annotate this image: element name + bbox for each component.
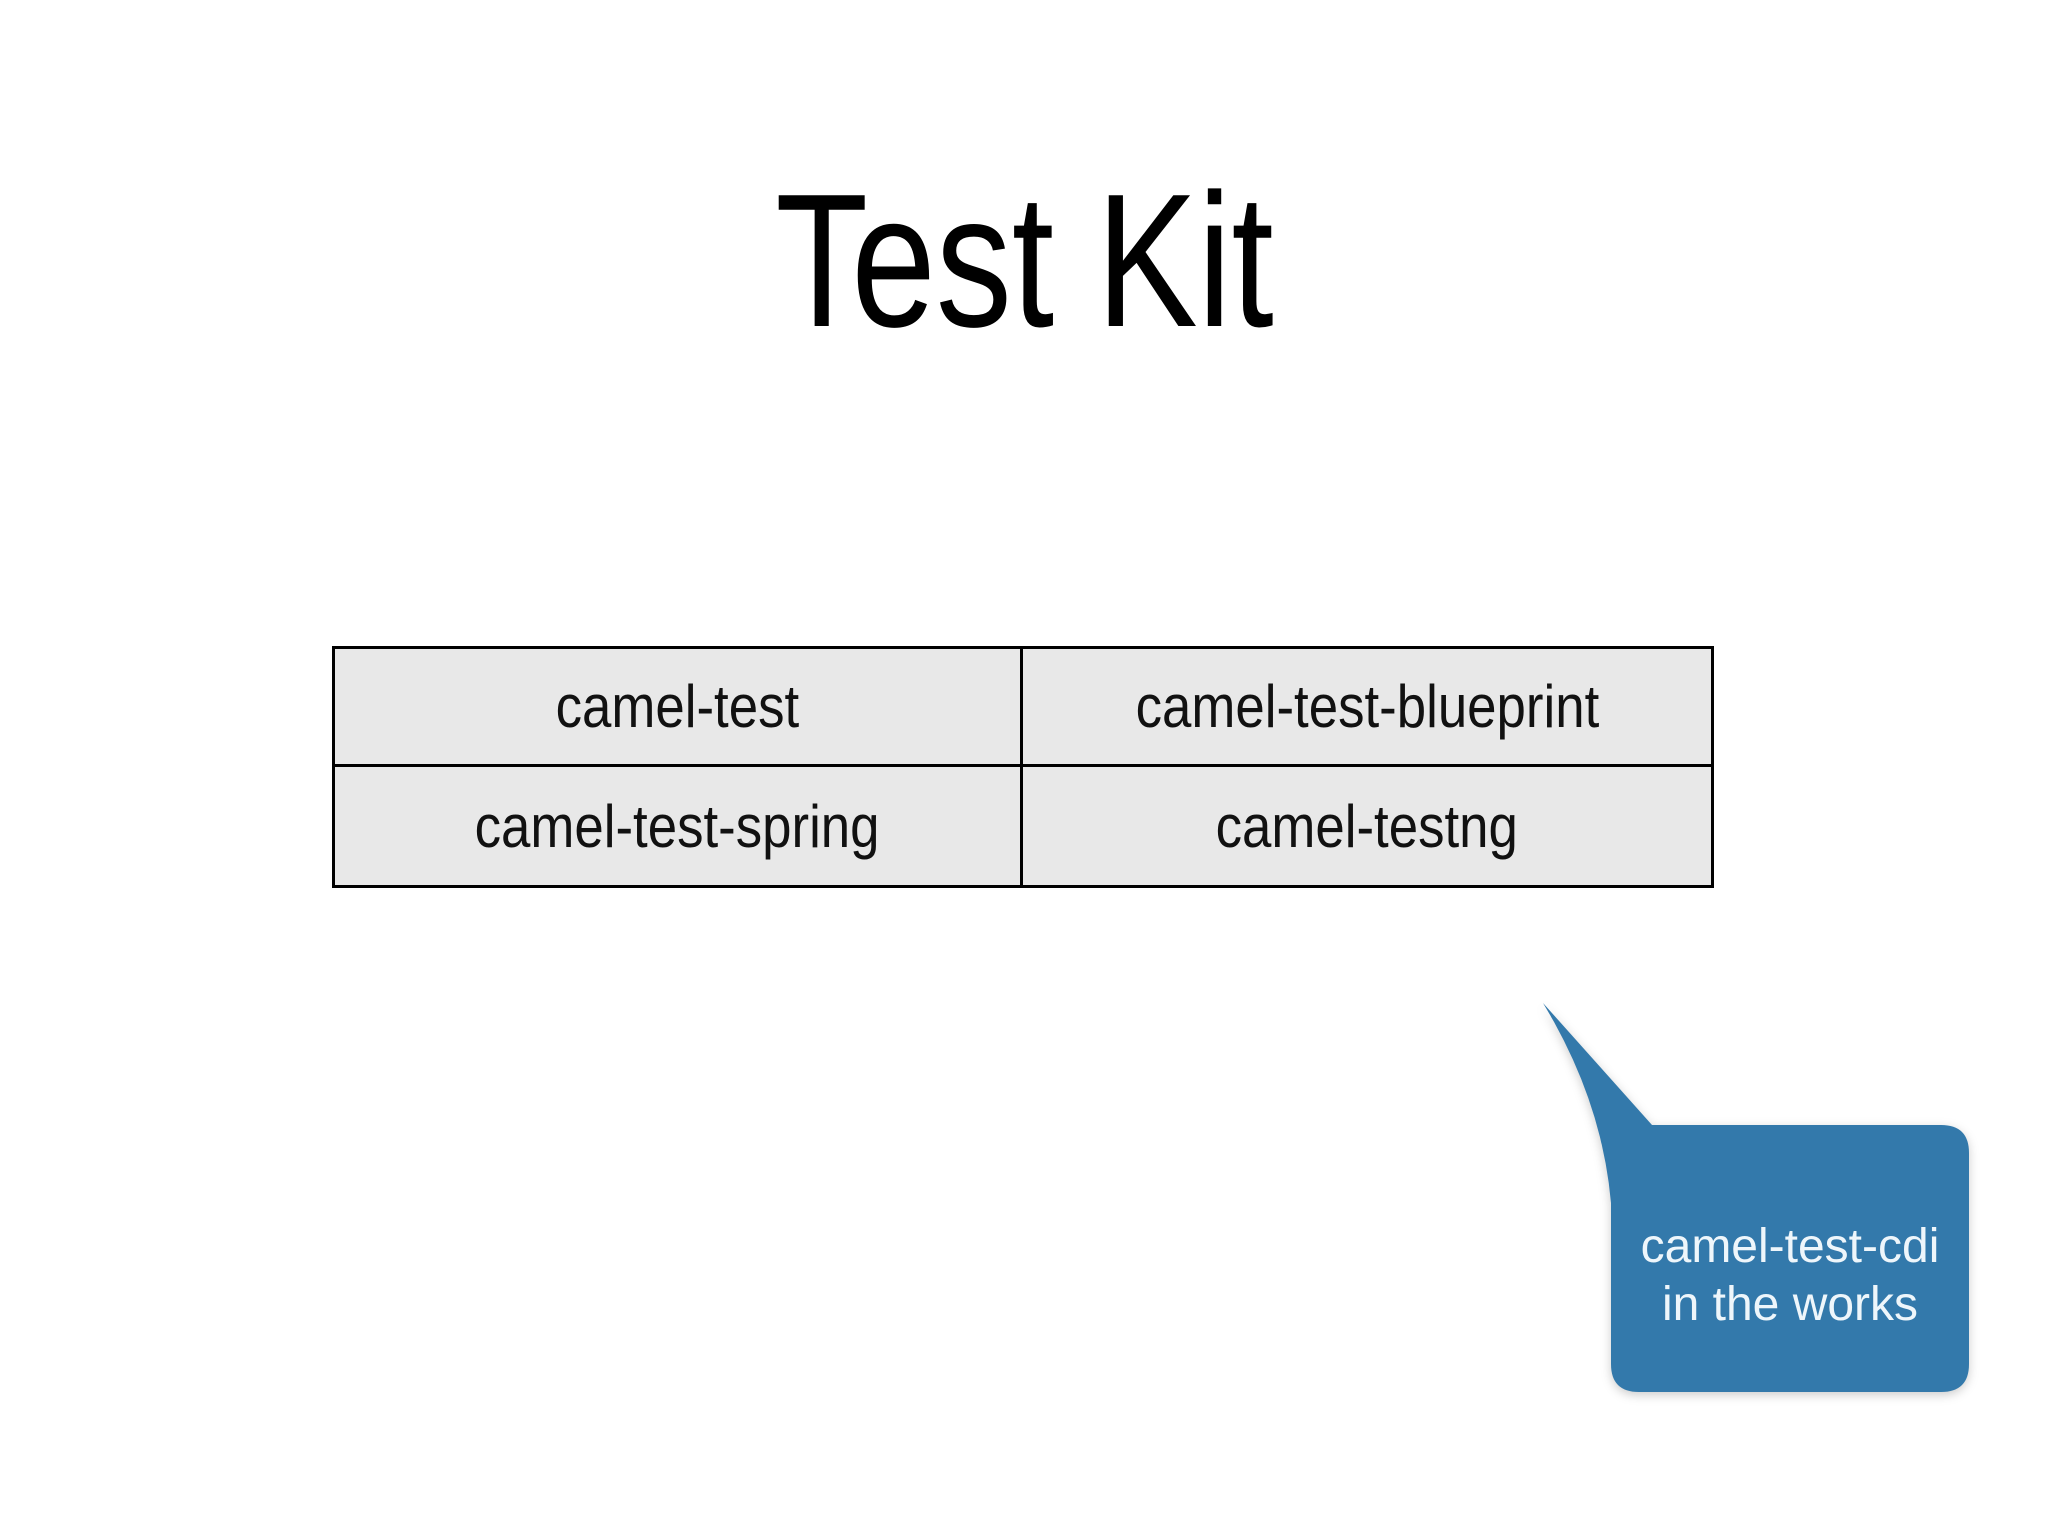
callout-line1: camel-test-cdi (1640, 1220, 1940, 1273)
table-cell: camel-testng (1023, 767, 1711, 885)
table-cell-label: camel-test-spring (475, 792, 880, 860)
callout-line2: in the works (1661, 1278, 1919, 1331)
test-kit-table: camel-test camel-test-blueprint camel-te… (332, 646, 1714, 888)
table-cell: camel-test (335, 649, 1023, 767)
table-cell-label: camel-test-blueprint (1135, 673, 1599, 740)
table-cell-label: camel-testng (1215, 792, 1519, 860)
table-cell-label: camel-test (555, 673, 800, 740)
callout-text: camel-test-cdi in the works (1611, 1218, 1969, 1334)
table-cell: camel-test-blueprint (1023, 649, 1711, 767)
page-title: Test Kit (0, 166, 2048, 356)
table-cell: camel-test-spring (335, 767, 1023, 885)
page-title-text: Test Kit (774, 155, 1274, 367)
